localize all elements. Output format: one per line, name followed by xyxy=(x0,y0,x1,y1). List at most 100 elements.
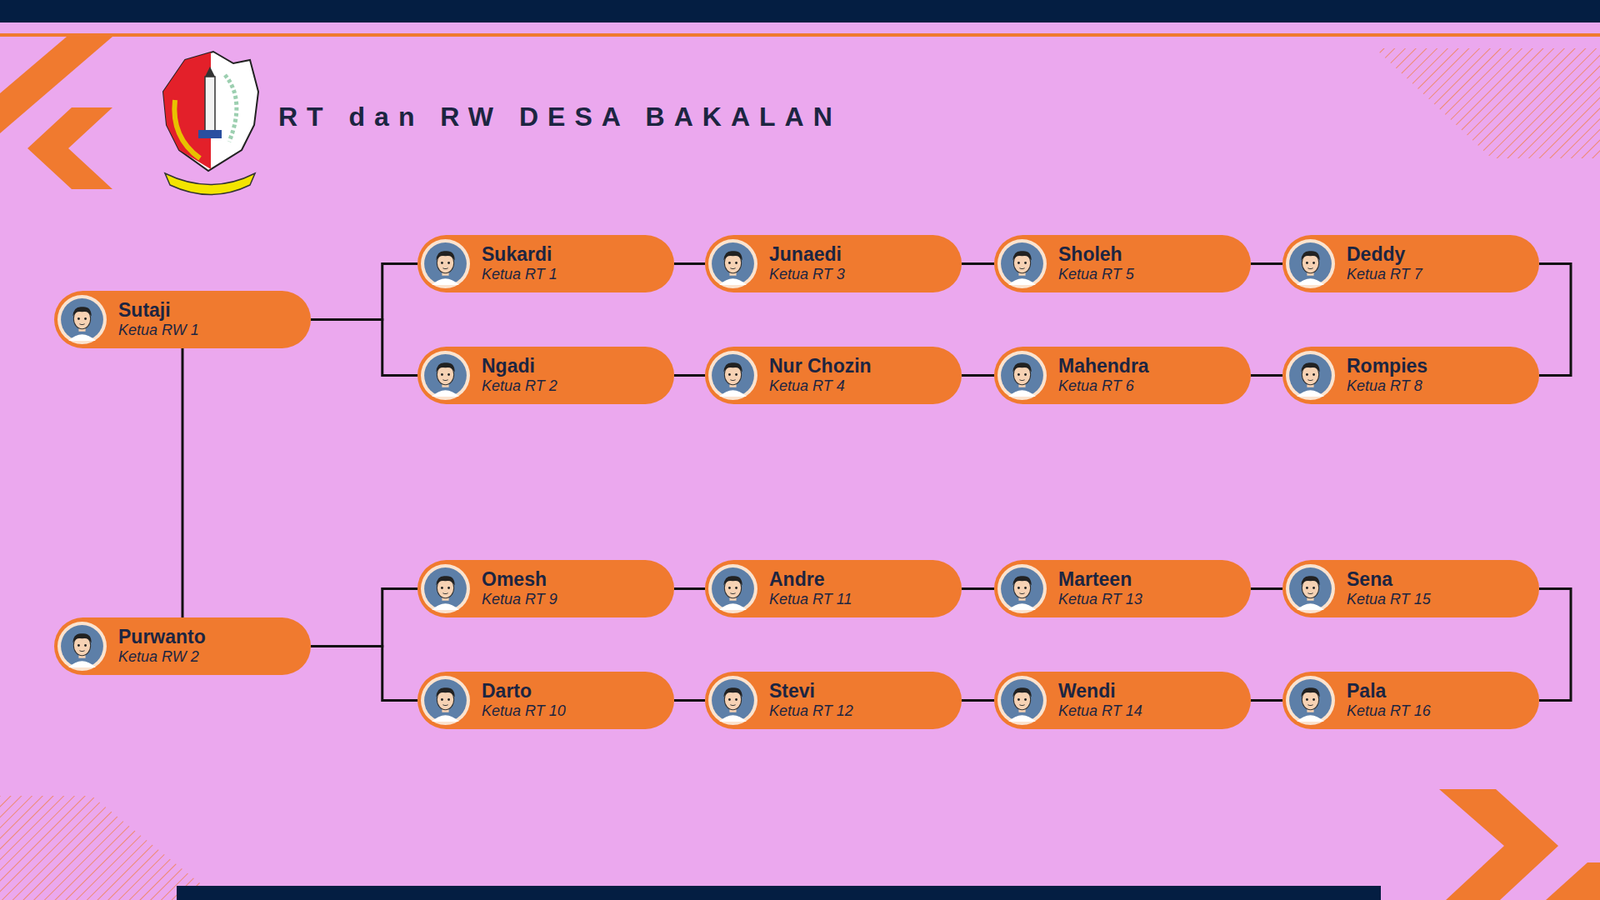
connector-line xyxy=(674,262,705,265)
rt-box: DartoKetua RT 10 xyxy=(417,671,675,730)
rt-box: RompiesKetua RT 8 xyxy=(1282,346,1540,405)
hatch-top-right xyxy=(1375,48,1600,159)
avatar-icon xyxy=(1285,238,1336,290)
connector-line xyxy=(1250,262,1283,265)
connector-line xyxy=(1250,699,1283,702)
corner-band xyxy=(1545,862,1600,900)
text-group: Nur ChozinKetua RT 4 xyxy=(769,346,872,405)
person-name: Stevi xyxy=(769,680,854,702)
role-label: Ketua RT 4 xyxy=(769,376,872,396)
rt-box: NgadiKetua RT 2 xyxy=(417,346,675,405)
text-group: JunaediKetua RT 3 xyxy=(769,235,845,293)
avatar-icon xyxy=(56,294,108,345)
connector-line xyxy=(1539,264,1571,376)
connector-line xyxy=(674,374,705,377)
role-label: Ketua RW 2 xyxy=(118,647,206,667)
avatar-icon xyxy=(707,238,759,290)
role-label: Ketua RT 2 xyxy=(481,376,558,396)
avatar-icon xyxy=(1285,675,1336,726)
rt-box: SholehKetua RT 5 xyxy=(994,235,1251,293)
connector-line xyxy=(1250,587,1283,590)
rw-box: PurwantoKetua RW 2 xyxy=(54,617,311,675)
person-name: Sholeh xyxy=(1058,243,1135,265)
avatar-icon xyxy=(707,563,759,615)
connector-line xyxy=(961,262,995,265)
connector-line xyxy=(310,264,418,320)
role-label: Ketua RT 5 xyxy=(1058,265,1135,285)
person-name: Wendi xyxy=(1058,680,1143,702)
connector-line xyxy=(961,587,995,590)
avatar-icon xyxy=(420,238,471,290)
text-group: DeddyKetua RT 7 xyxy=(1346,235,1423,293)
text-group: NgadiKetua RT 2 xyxy=(481,346,558,405)
connector-line xyxy=(310,320,418,376)
person-name: Nur Chozin xyxy=(769,355,872,377)
avatar-icon xyxy=(420,675,471,726)
person-name: Purwanto xyxy=(118,625,206,648)
person-name: Sutaji xyxy=(118,299,200,321)
person-name: Sukardi xyxy=(481,243,558,265)
connector-line xyxy=(674,699,705,702)
text-group: RompiesKetua RT 8 xyxy=(1346,346,1428,405)
avatar-icon xyxy=(420,350,471,401)
rt-box: OmeshKetua RT 9 xyxy=(417,560,675,618)
rt-box: Nur ChozinKetua RT 4 xyxy=(705,346,962,405)
text-group: AndreKetua RT 11 xyxy=(769,560,852,618)
role-label: Ketua RT 12 xyxy=(769,701,854,721)
avatar-icon xyxy=(707,675,759,726)
role-label: Ketua RT 13 xyxy=(1058,590,1143,610)
bottom-bar xyxy=(176,885,1381,900)
text-group: PalaKetua RT 16 xyxy=(1346,671,1431,730)
role-label: Ketua RT 1 xyxy=(481,265,558,285)
role-label: Ketua RT 14 xyxy=(1058,701,1143,721)
text-group: SukardiKetua RT 1 xyxy=(481,235,558,293)
person-name: Junaedi xyxy=(769,243,845,265)
rt-box: PalaKetua RT 16 xyxy=(1282,671,1540,730)
corner-chevron xyxy=(1439,789,1559,900)
logo xyxy=(163,51,259,195)
text-group: SteviKetua RT 12 xyxy=(769,671,854,730)
avatar-icon xyxy=(1285,563,1336,615)
person-name: Pala xyxy=(1346,680,1431,702)
page-title: RT dan RW DESA BAKALAN xyxy=(278,101,842,133)
rt-box: WendiKetua RT 14 xyxy=(994,671,1251,730)
connector-line xyxy=(181,348,185,618)
rt-box: MahendraKetua RT 6 xyxy=(994,346,1251,405)
rt-box: AndreKetua RT 11 xyxy=(705,560,962,618)
rt-box: SenaKetua RT 15 xyxy=(1282,560,1540,618)
text-group: MahendraKetua RT 6 xyxy=(1058,346,1150,405)
person-name: Darto xyxy=(481,680,566,702)
text-group: SholehKetua RT 5 xyxy=(1058,235,1135,293)
rt-box: SukardiKetua RT 1 xyxy=(417,235,675,293)
role-label: Ketua RW 1 xyxy=(118,320,200,340)
connector-line xyxy=(310,589,418,647)
person-name: Ngadi xyxy=(481,355,558,377)
role-label: Ketua RT 3 xyxy=(769,265,845,285)
role-label: Ketua RT 11 xyxy=(769,590,852,610)
person-name: Mahendra xyxy=(1058,355,1150,377)
person-name: Rompies xyxy=(1346,355,1428,377)
person-name: Andre xyxy=(769,568,852,590)
rt-box: JunaediKetua RT 3 xyxy=(705,235,962,293)
text-group: PurwantoKetua RW 2 xyxy=(118,617,206,675)
connector-line xyxy=(1539,589,1571,701)
connector-line xyxy=(1250,374,1283,377)
text-group: SenaKetua RT 15 xyxy=(1346,560,1431,618)
role-label: Ketua RT 8 xyxy=(1346,376,1428,396)
connector-line xyxy=(310,646,418,701)
text-group: WendiKetua RT 14 xyxy=(1058,671,1143,730)
avatar-icon xyxy=(996,238,1048,290)
avatar-icon xyxy=(420,563,471,615)
role-label: Ketua RT 10 xyxy=(481,701,566,721)
connector-line xyxy=(961,374,995,377)
hatch-bottom-left xyxy=(0,795,221,900)
rt-box: DeddyKetua RT 7 xyxy=(1282,235,1540,293)
text-group: MarteenKetua RT 13 xyxy=(1058,560,1143,618)
avatar-icon xyxy=(707,350,759,401)
role-label: Ketua RT 16 xyxy=(1346,701,1431,721)
corner-chevron xyxy=(27,107,113,190)
role-label: Ketua RT 7 xyxy=(1346,265,1423,285)
connector-line xyxy=(961,699,995,702)
